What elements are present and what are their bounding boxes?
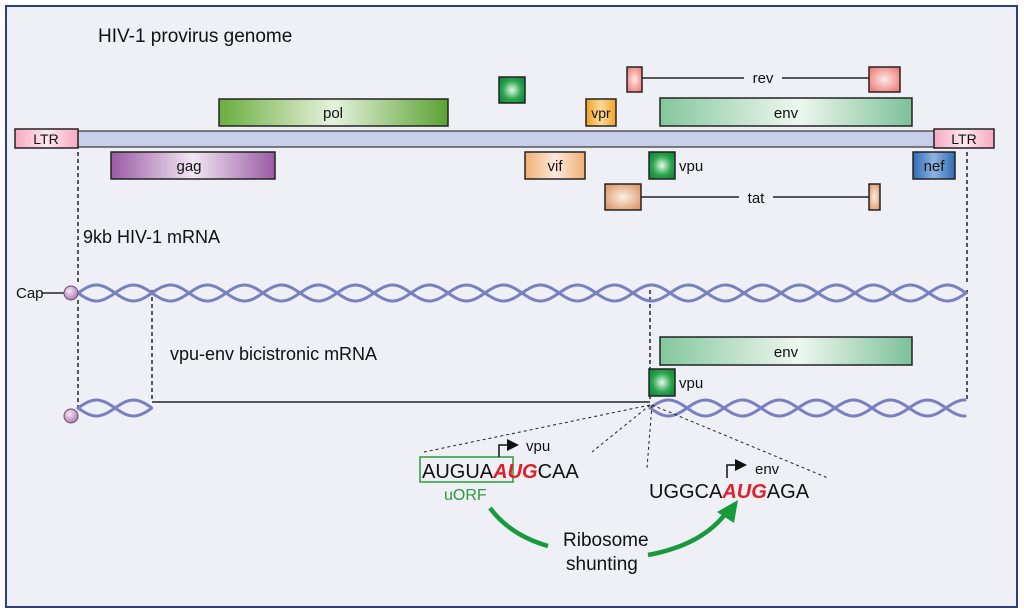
gene-vpr-box (585, 98, 617, 127)
provirus-backbone (77, 130, 935, 148)
bicistronic-wave-5prime (76, 398, 153, 418)
bicistronic-wave-3prime (648, 398, 967, 418)
rev-exon-1 (626, 66, 643, 93)
mrna-9kb-wave (76, 283, 968, 303)
gene-nef-label: nef (924, 158, 946, 175)
bicistronic-vpu-label: vpu (679, 375, 703, 392)
ltr-right-label: LTR (951, 131, 976, 147)
sequence-left-prefix: AUGUA (422, 461, 494, 483)
env-start-arrow (726, 459, 747, 478)
sequence-left-start-codon: AUG (492, 461, 537, 483)
sequence-left-suffix: CAA (538, 461, 580, 483)
gene-env-box (659, 97, 913, 127)
mrna-strand-1 (648, 398, 967, 418)
bicistronic-label: vpu-env bicistronic mRNA (170, 344, 377, 364)
shunt-arrow-right-head (717, 500, 738, 523)
sequence-right-prefix: UGGCA (649, 481, 723, 503)
tat-exon-2 (868, 183, 881, 211)
sequence-right-suffix: AGA (767, 481, 810, 503)
mrna-strand-2 (648, 398, 967, 418)
gene-vif-label: vif (548, 158, 564, 175)
cap-circle-top (63, 285, 79, 301)
gene-pol-box (218, 98, 449, 127)
uorf-label: uORF (444, 487, 487, 504)
gene-nef-box (912, 151, 956, 180)
uorf-box (419, 456, 514, 483)
vpu-square-genome (648, 151, 676, 180)
shunt-arrow-right-shaft (647, 511, 728, 558)
gene-pol-label: pol (323, 105, 343, 122)
shunting-label-line1: Ribosome (563, 530, 649, 551)
vpu-start-arrow (498, 439, 519, 457)
gene-env-label: env (774, 105, 799, 122)
cap-label: Cap (16, 285, 44, 302)
zoom-line-mid-b (646, 404, 653, 469)
rev-label-bg (744, 69, 782, 87)
shunt-arrow-left (488, 506, 549, 549)
ltr-right-box (933, 128, 995, 149)
zoom-line-left (423, 404, 651, 453)
bicistronic-env-box (659, 336, 913, 366)
ltr-left-label: LTR (33, 131, 58, 147)
vpu-start-label: vpu (526, 438, 550, 455)
shunting-label-line2: shunting (566, 554, 638, 575)
gene-tat-label: tat (748, 190, 766, 207)
tat-exon-1 (604, 183, 642, 211)
gene-vpu-label: vpu (679, 158, 703, 175)
gene-vpr-label: vpr (591, 105, 611, 121)
diagram-title: HIV-1 provirus genome (98, 26, 292, 47)
mrna-strand-2 (76, 283, 968, 303)
sequence-left: AUGUAAUGCAA (422, 461, 579, 483)
sequence-right-start-codon: AUG (721, 481, 766, 503)
gene-gag-label: gag (176, 158, 201, 175)
tat-label-bg (739, 188, 773, 206)
vpu-square-top (498, 76, 526, 104)
gene-gag-box (110, 151, 276, 180)
mrna-strand-2 (76, 398, 153, 418)
gene-vif-box (524, 151, 586, 180)
mrna-9kb-label: 9kb HIV-1 mRNA (83, 227, 220, 247)
bicistronic-env-label: env (774, 344, 799, 361)
bicistronic-vpu-square (648, 368, 676, 397)
zoom-line-right (651, 404, 829, 479)
rev-exon-2 (868, 66, 901, 93)
sequence-right: UGGCAAUGAGA (649, 481, 810, 503)
ltr-left-box (14, 128, 79, 149)
cap-circle-bottom (63, 408, 79, 424)
zoom-line-mid-a (591, 404, 651, 453)
env-start-label: env (755, 461, 780, 478)
gene-rev-label: rev (753, 70, 774, 87)
